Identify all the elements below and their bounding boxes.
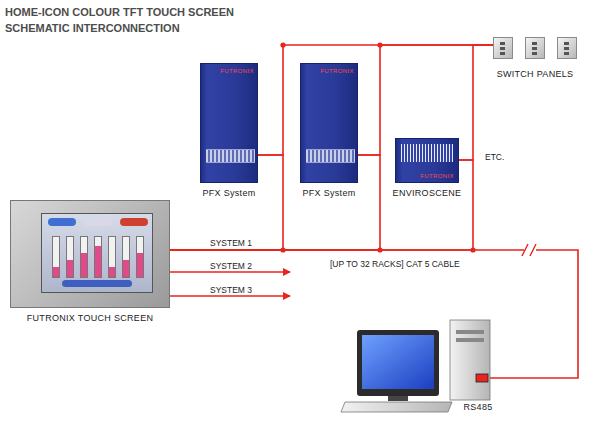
brand-mark: FUTRONIX [220, 68, 254, 74]
slider-fill [123, 260, 129, 277]
screen-tab [48, 218, 76, 226]
cable-label: SYSTEM 3 [210, 285, 252, 295]
rack-node: FUTRONIX PFX System [200, 63, 258, 198]
cable-label: SYSTEM 1 [210, 238, 252, 248]
switch-panels-label: SWITCH PANELS [497, 69, 574, 79]
rack-cabinet: FUTRONIX [300, 63, 358, 183]
screen-slider [94, 236, 102, 278]
system-2-arrow [170, 271, 290, 273]
rack-node: FUTRONIX PFX System [300, 63, 358, 198]
system-3-arrow [170, 295, 290, 297]
switch-button [564, 47, 569, 50]
switch-button [500, 47, 505, 50]
screen-slider [52, 236, 60, 278]
slider-fill [95, 246, 101, 277]
port-label: RS485 [463, 402, 492, 412]
screen-tab [84, 218, 112, 226]
switch-panel-icon [493, 37, 513, 59]
screen-tab [120, 218, 148, 226]
switch-button [564, 52, 569, 55]
slider-fill [81, 253, 87, 277]
slider-fill [53, 267, 59, 277]
enviro-node: FUTRONIX ENVIROSCENE [395, 138, 459, 200]
touch-screen-display [41, 213, 153, 293]
screen-slider [80, 236, 88, 278]
cable-break-mark [522, 243, 536, 257]
switch-panel-icon [557, 37, 577, 59]
touch-screen-bezel [10, 200, 170, 308]
screen-slider [122, 236, 130, 278]
computer-tower-area [450, 320, 490, 400]
screen-button-bar [62, 280, 132, 287]
unit-label: PFX System [202, 188, 255, 198]
screen-slider [136, 236, 144, 278]
cable-label: [UP TO 32 RACKS] CAT 5 CABLE [330, 259, 460, 269]
pc-node: RS485 [450, 320, 490, 414]
switch-button [500, 42, 505, 45]
brand-mark: FUTRONIX [320, 68, 354, 74]
screen-slider [108, 236, 116, 278]
computer-illustration [341, 320, 490, 412]
junction-dots [280, 42, 475, 252]
terminal-strip [206, 149, 255, 163]
slider-fill [67, 260, 73, 277]
switch-button [564, 42, 569, 45]
switch-button [532, 52, 537, 55]
switch-button [532, 42, 537, 45]
switch-button [500, 52, 505, 55]
diagram-title: HOME-ICON COLOUR TFT TOUCH SCREEN SCHEMA… [5, 4, 237, 36]
cable-label: SYSTEM 2 [210, 261, 252, 271]
vent-grille [401, 144, 453, 162]
cable-label: ETC. [485, 152, 504, 162]
slider-fill [109, 267, 115, 277]
touch-screen-label: FUTRONIX TOUCH SCREEN [27, 313, 153, 323]
screen-slider [66, 236, 74, 278]
switch-node: SWITCH PANELS [490, 37, 580, 81]
switch-panel-icon [525, 37, 545, 59]
unit-label: ENVIROSCENE [393, 188, 462, 198]
switch-button [532, 47, 537, 50]
terminal-strip [306, 149, 355, 163]
rack-cabinet: FUTRONIX [200, 63, 258, 183]
touch-node: FUTRONIX TOUCH SCREEN [10, 200, 170, 328]
brand-mark: FUTRONIX [420, 173, 454, 179]
unit-label: PFX System [302, 188, 355, 198]
enviroscene-unit: FUTRONIX [395, 138, 459, 183]
cable-connector [459, 45, 493, 160]
slider-fill [137, 253, 143, 277]
